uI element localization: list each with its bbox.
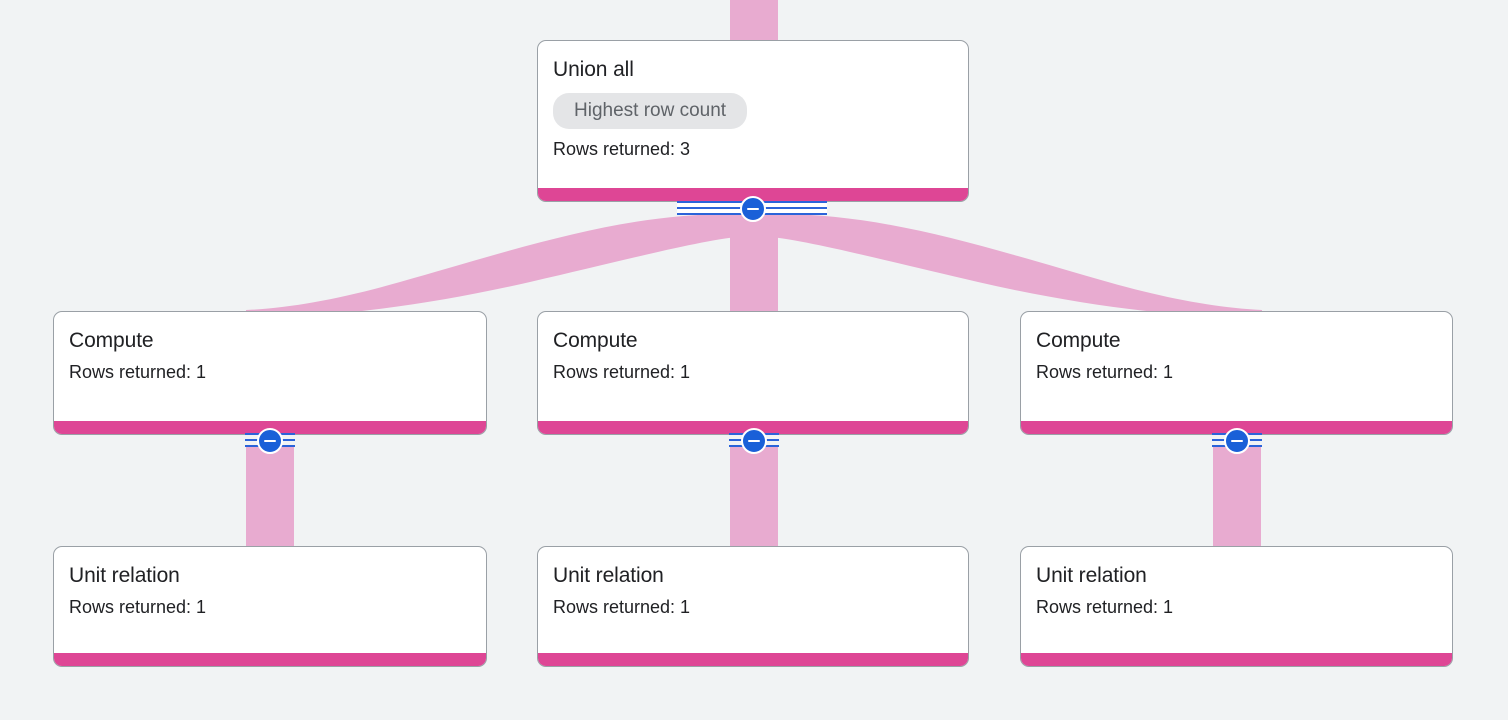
plan-node-body: Unit relation Rows returned: 1 [54, 547, 486, 629]
plan-node-compute-3[interactable]: Compute Rows returned: 1 [1020, 311, 1453, 435]
plan-node-rows-returned: Rows returned: 3 [553, 139, 691, 159]
plan-node-unit-relation-3[interactable]: Unit relation Rows returned: 1 [1020, 546, 1453, 667]
status-badge: Highest row count [553, 93, 748, 129]
plan-node-title: Compute [69, 329, 154, 352]
plan-node-rows-returned: Rows returned: 1 [69, 597, 207, 617]
plan-node-accent-bar [54, 421, 486, 434]
plan-node-rows-returned: Rows returned: 1 [553, 362, 691, 382]
plan-node-accent-bar [54, 653, 486, 666]
plan-node-title: Compute [1036, 329, 1121, 352]
plan-node-body: Compute Rows returned: 1 [1021, 312, 1452, 394]
edge-ribbon-compute-3-to-unit-3 [1213, 446, 1261, 546]
plan-node-body: Compute Rows returned: 1 [538, 312, 968, 394]
plan-node-accent-bar [538, 188, 968, 201]
plan-node-body: Unit relation Rows returned: 1 [538, 547, 968, 629]
collapse-button-compute-3[interactable] [1224, 428, 1250, 454]
plan-node-accent-bar [538, 653, 968, 666]
plan-node-title: Unit relation [1036, 564, 1147, 587]
plan-node-rows-returned: Rows returned: 1 [1036, 362, 1174, 382]
plan-node-accent-bar [1021, 653, 1452, 666]
plan-node-unit-relation-2[interactable]: Unit relation Rows returned: 1 [537, 546, 969, 667]
plan-node-title: Unit relation [553, 564, 664, 587]
plan-node-title: Compute [553, 329, 638, 352]
plan-node-accent-bar [1021, 421, 1452, 434]
plan-node-body: Unit relation Rows returned: 1 [1021, 547, 1452, 629]
edge-ribbon-compute-2-to-unit-2 [730, 446, 778, 546]
plan-node-body: Union all Highest row count Rows returne… [538, 41, 968, 171]
plan-node-compute-2[interactable]: Compute Rows returned: 1 [537, 311, 969, 435]
plan-node-rows-returned: Rows returned: 1 [1036, 597, 1174, 617]
plan-node-rows-returned: Rows returned: 1 [69, 362, 207, 382]
plan-node-rows-returned: Rows returned: 1 [553, 597, 691, 617]
collapse-button-union-all[interactable] [740, 196, 766, 222]
edge-ribbon-incoming-top [730, 0, 778, 40]
plan-node-title: Union all [553, 58, 634, 81]
collapse-button-compute-2[interactable] [741, 428, 767, 454]
edge-ribbon-union-to-compute-3 [762, 214, 1262, 318]
collapse-button-compute-1[interactable] [257, 428, 283, 454]
plan-node-compute-1[interactable]: Compute Rows returned: 1 [53, 311, 487, 435]
edge-ribbon-union-to-compute-2 [730, 214, 778, 312]
plan-node-accent-bar [538, 421, 968, 434]
edge-ribbon-compute-1-to-unit-1 [246, 446, 294, 546]
edge-ribbon-union-to-compute-1 [246, 214, 746, 318]
plan-node-unit-relation-1[interactable]: Unit relation Rows returned: 1 [53, 546, 487, 667]
plan-node-title: Unit relation [69, 564, 180, 587]
plan-node-body: Compute Rows returned: 1 [54, 312, 486, 394]
plan-node-union-all[interactable]: Union all Highest row count Rows returne… [537, 40, 969, 202]
